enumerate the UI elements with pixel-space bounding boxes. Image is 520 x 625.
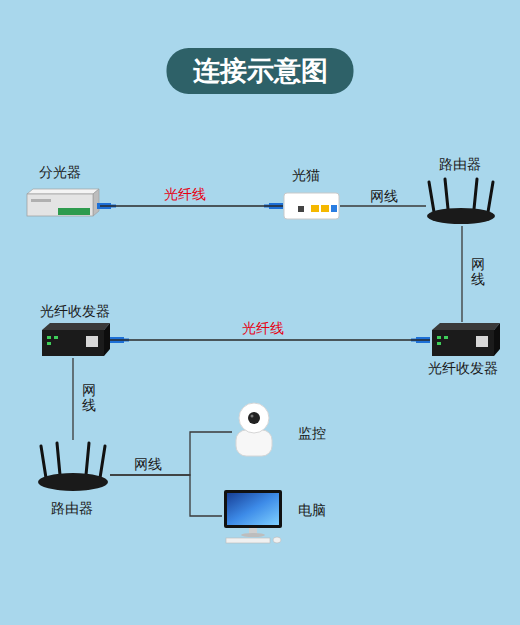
modem-icon xyxy=(331,205,337,212)
router-icon xyxy=(474,179,477,209)
title-banner: 连接示意图 xyxy=(167,48,354,94)
network-cable xyxy=(72,358,73,440)
router-icon xyxy=(427,179,495,224)
router-icon xyxy=(86,443,89,475)
transceiver-icon xyxy=(47,342,51,345)
computer-icon xyxy=(226,538,270,543)
device-label: 监控 xyxy=(298,425,326,442)
device-label: 路由器 xyxy=(439,156,481,173)
router-icon xyxy=(38,473,108,491)
camera-icon xyxy=(251,415,254,418)
router-icon xyxy=(57,443,60,475)
splitter-icon xyxy=(93,189,99,216)
camera-icon xyxy=(236,403,272,456)
router-icon xyxy=(427,208,495,224)
router-icon xyxy=(41,446,46,478)
cable-label: 网线 xyxy=(471,257,485,288)
computer-icon xyxy=(241,533,265,537)
splitter-icon xyxy=(27,189,99,194)
transceiver-icon xyxy=(432,330,494,356)
device-box: 路由器 xyxy=(36,440,110,492)
device-box: 光纤收发器 xyxy=(40,322,110,358)
camera-icon xyxy=(236,430,272,456)
device-box: 分光器 xyxy=(25,190,100,220)
cable-label: 网线 xyxy=(82,383,96,414)
transceiver-icon xyxy=(437,342,441,345)
modem-icon xyxy=(284,193,339,219)
device-box: 光猫 xyxy=(283,190,340,220)
router-icon xyxy=(38,443,108,491)
cable-label: 光纤线 xyxy=(242,320,284,337)
device-box: 电脑 xyxy=(222,488,284,544)
device-label: 光猫 xyxy=(292,167,320,184)
splitter-icon xyxy=(27,194,93,216)
modem-icon xyxy=(284,193,339,219)
modem-icon xyxy=(311,205,319,212)
camera-icon xyxy=(248,412,260,424)
computer-icon xyxy=(224,490,282,543)
computer-icon xyxy=(227,493,279,525)
cable-label: 网线 xyxy=(370,188,398,205)
fiber-connector xyxy=(97,203,430,343)
camera-icon xyxy=(239,403,269,433)
device-label: 光纤收发器 xyxy=(40,303,110,320)
transceiver-icon xyxy=(42,323,110,330)
network-cable xyxy=(461,226,462,322)
device-label: 分光器 xyxy=(39,164,81,181)
device-box: 监控 xyxy=(232,402,276,458)
transceiver-icon xyxy=(432,323,500,330)
cable-label: 网线 xyxy=(134,456,162,473)
transceiver-icon xyxy=(86,336,98,347)
transceiver-icon xyxy=(437,336,441,339)
splitter-icon xyxy=(31,199,51,202)
device-label: 路由器 xyxy=(51,500,93,517)
cable-label: 光纤线 xyxy=(164,186,206,203)
transceiver-icon xyxy=(54,336,58,339)
transceiver-icon xyxy=(494,323,500,356)
device-label: 电脑 xyxy=(298,502,326,519)
router-icon xyxy=(429,182,434,212)
modem-icon xyxy=(321,205,329,212)
modem-icon xyxy=(298,206,304,212)
transceiver-icon xyxy=(42,330,104,356)
transceiver-icon xyxy=(47,336,51,339)
network-cable xyxy=(110,432,232,475)
computer-icon xyxy=(224,490,282,528)
transceiver-icon xyxy=(104,323,110,356)
transceiver-icon xyxy=(444,336,448,339)
computer-icon xyxy=(273,537,281,543)
network-cable xyxy=(110,475,222,516)
router-icon xyxy=(488,182,493,212)
device-label: 光纤收发器 xyxy=(428,360,498,377)
device-box: 光纤收发器 xyxy=(430,322,500,358)
router-icon xyxy=(100,446,105,478)
transceiver-icon xyxy=(476,336,488,347)
router-icon xyxy=(445,179,448,209)
splitter-icon xyxy=(58,208,90,215)
transceiver-icon xyxy=(42,323,110,356)
fiber-cable xyxy=(100,205,283,206)
splitter-icon xyxy=(27,189,99,216)
transceiver-icon xyxy=(432,323,500,356)
fiber-cable xyxy=(110,339,430,340)
network-cable xyxy=(340,205,426,206)
device-box: 路由器 xyxy=(426,178,496,226)
